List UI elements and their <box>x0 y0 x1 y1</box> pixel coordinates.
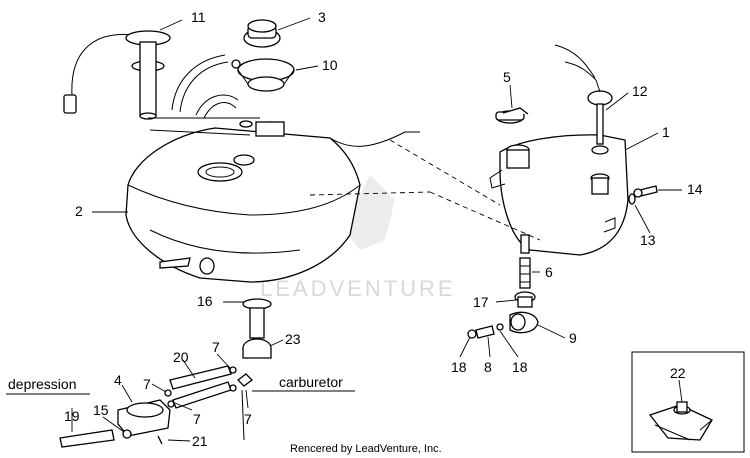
callout-20: 20 <box>173 349 189 365</box>
callout-7-right: 7 <box>244 411 252 427</box>
callout-3: 3 <box>318 9 326 25</box>
callout-12: 12 <box>632 83 648 99</box>
leader-lines <box>6 17 683 442</box>
callout-10: 10 <box>322 57 338 73</box>
fuel-gauge-sender <box>63 30 171 120</box>
callout-11: 11 <box>191 9 206 25</box>
callout-6: 6 <box>545 264 553 280</box>
reservoir-tank <box>489 134 629 256</box>
filler-cap <box>243 19 281 48</box>
callout-17: 17 <box>473 294 489 310</box>
callout-23: 23 <box>285 331 301 347</box>
fuel-pump <box>59 399 171 448</box>
level-sensor <box>554 44 613 145</box>
screw-and-washer <box>628 185 658 205</box>
reservoir-cap <box>495 107 529 124</box>
annotation-depression: depression <box>8 376 77 392</box>
callout-18-left: 18 <box>451 359 467 375</box>
inset-clip-panel <box>631 351 745 453</box>
fuel-tap <box>242 298 272 359</box>
callout-22: 22 <box>670 365 686 381</box>
callout-15: 15 <box>93 402 109 418</box>
annotation-carburetor: carburetor <box>279 374 343 390</box>
credit-text: Rencered by LeadVenture, Inc. <box>290 443 442 455</box>
watermark-text: LEADVENTURE <box>260 276 456 301</box>
callout-13: 13 <box>640 232 656 248</box>
callout-7-middle: 7 <box>193 411 201 427</box>
callout-7-top: 7 <box>212 339 220 355</box>
callout-2: 2 <box>75 203 83 219</box>
callout-8: 8 <box>484 359 492 375</box>
callout-4: 4 <box>114 372 122 388</box>
reservoir-fittings <box>467 257 539 339</box>
fuel-tank <box>125 120 420 283</box>
callout-19: 19 <box>64 408 80 424</box>
callout-21: 21 <box>192 433 208 449</box>
watermark: LEADVENTURE <box>260 175 456 301</box>
filler-neck <box>231 58 295 92</box>
fuel-hoses <box>164 365 253 441</box>
breather-hoses <box>171 54 239 119</box>
callout-14: 14 <box>687 181 703 197</box>
callout-5: 5 <box>503 69 511 85</box>
callout-7-left: 7 <box>143 376 151 392</box>
callout-16: 16 <box>197 293 213 309</box>
callout-9: 9 <box>569 330 577 346</box>
callout-labels: 11 3 10 2 5 12 1 14 13 6 17 9 18 8 18 16… <box>64 9 703 449</box>
callout-1: 1 <box>662 124 670 140</box>
callout-18-right: 18 <box>512 359 528 375</box>
